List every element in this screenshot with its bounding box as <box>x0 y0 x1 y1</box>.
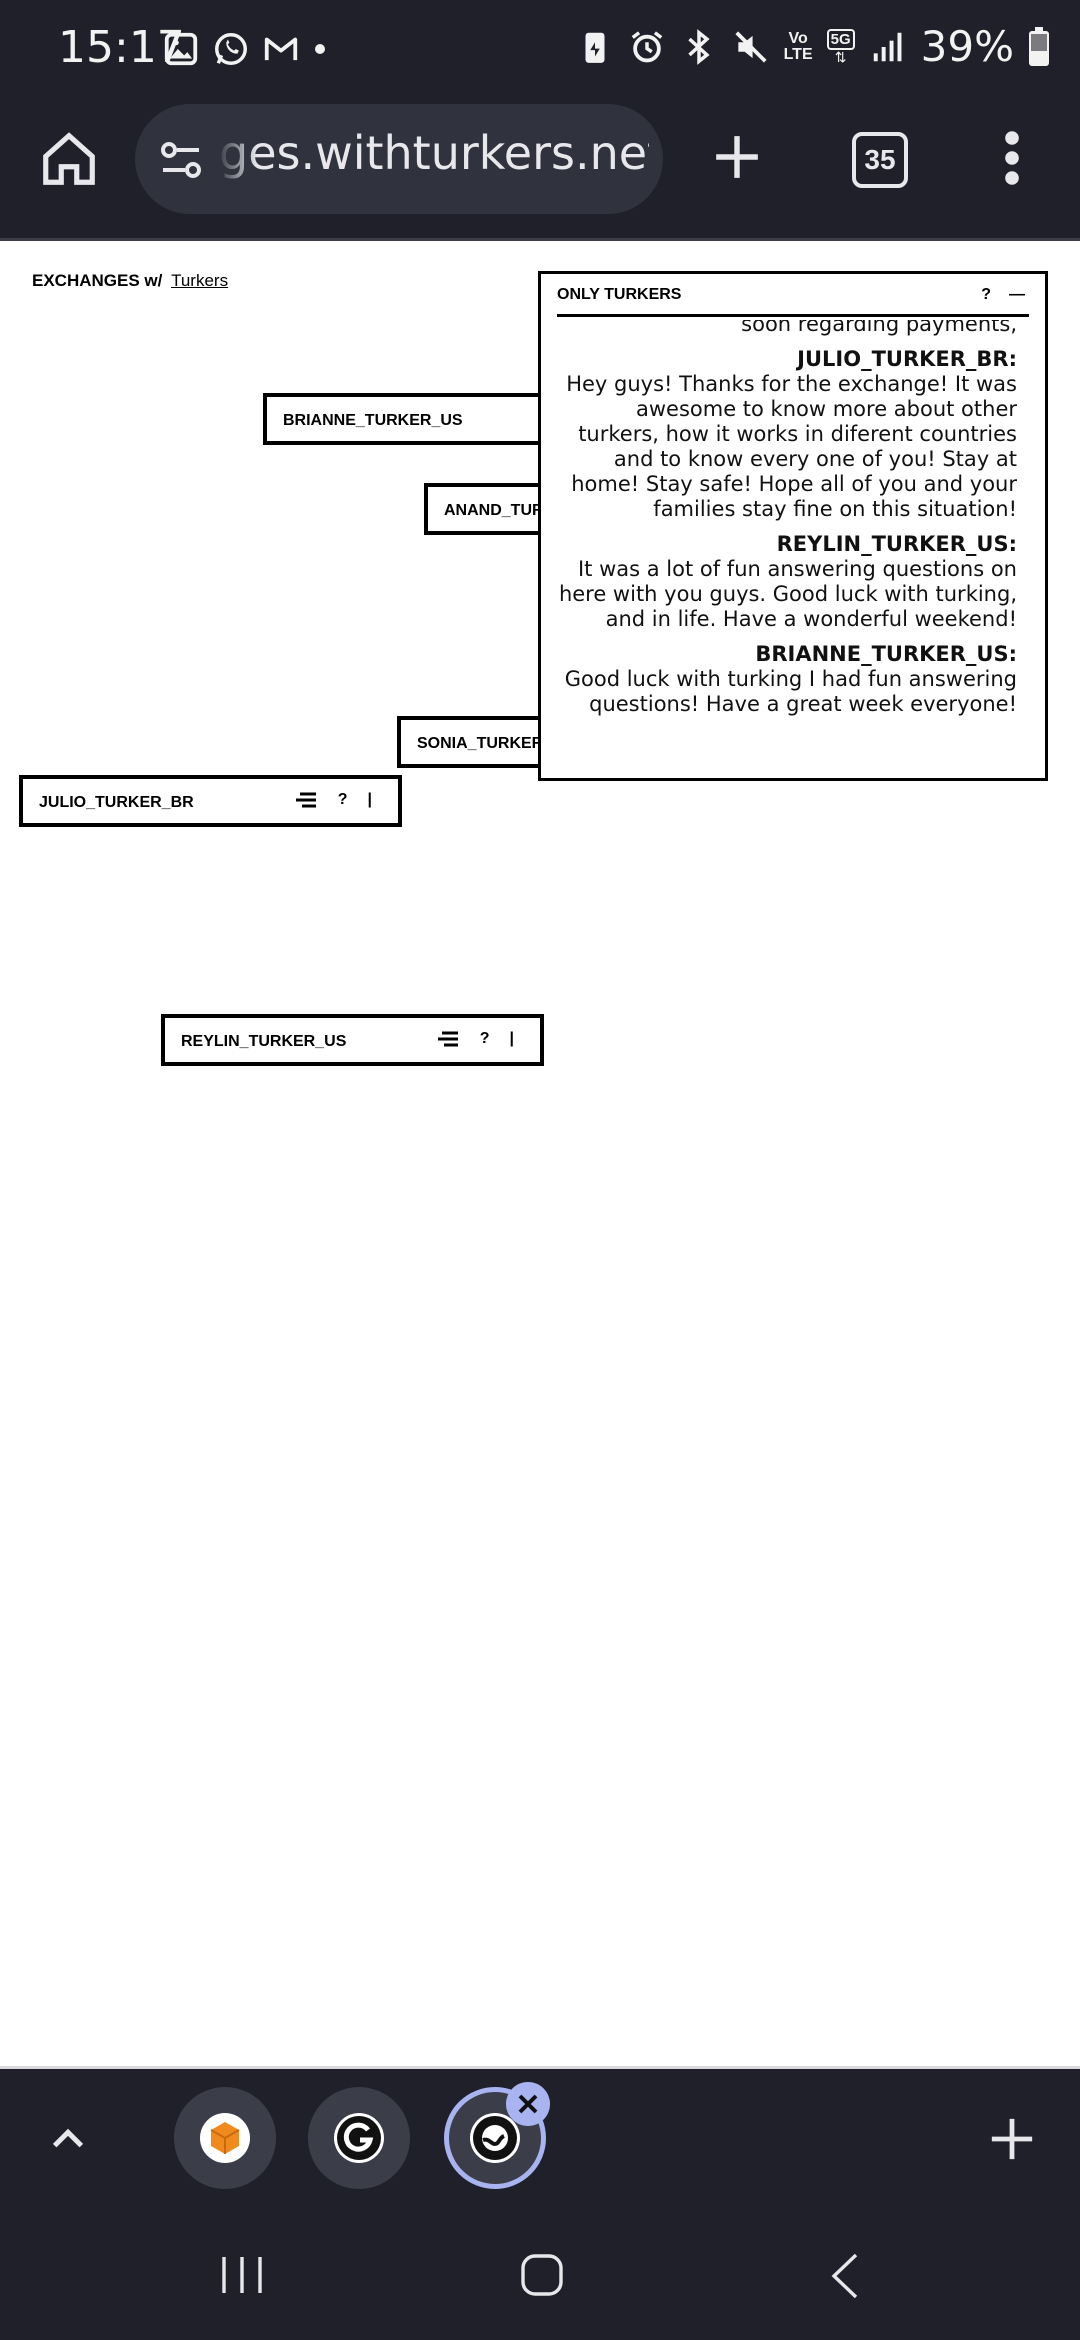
chat-minimize-button[interactable]: — <box>1009 286 1025 303</box>
tabstrip-divider <box>0 2066 1080 2069</box>
window-separator: | <box>509 1030 514 1047</box>
chat-window[interactable]: ONLY TURKERS ? — soon regarding payments… <box>538 271 1048 781</box>
lines-icon[interactable] <box>436 1030 460 1048</box>
message-author: JULIO_TURKER_BR: <box>797 347 1017 371</box>
tab-favicon-1[interactable] <box>174 2087 276 2189</box>
site-brand: EXCHANGES w/ Turkers <box>32 271 228 291</box>
tab-favicon-2[interactable] <box>308 2087 410 2189</box>
battery-percent: 39% <box>920 22 1014 71</box>
tab-strip <box>0 2069 1080 2211</box>
chat-title: ONLY TURKERS <box>557 286 682 303</box>
recent-apps-icon[interactable] <box>220 2255 264 2295</box>
message-author: BRIANNE_TURKER_US: <box>755 642 1017 666</box>
browser-toolbar: ges.withturkers.net 35 <box>0 100 1080 238</box>
window-reylin[interactable]: REYLIN_TURKER_US ? | <box>161 1014 544 1066</box>
brand-text: EXCHANGES w/ <box>32 271 163 290</box>
window-title: SONIA_TURKER <box>417 735 544 752</box>
home-icon[interactable] <box>38 128 100 190</box>
window-title: REYLIN_TURKER_US <box>181 1033 347 1050</box>
expand-tabs-icon[interactable] <box>48 2119 88 2159</box>
message-text: It was a lot of fun answering questions … <box>558 557 1017 631</box>
window-julio[interactable]: JULIO_TURKER_BR ? | <box>19 775 402 827</box>
clock: 15:17 <box>58 22 185 73</box>
battery-saver-icon <box>585 32 605 63</box>
site-settings-icon[interactable] <box>157 136 205 184</box>
window-help-button[interactable]: ? <box>337 791 348 808</box>
lines-icon[interactable] <box>294 791 318 809</box>
chat-messages: soon regarding payments, JULIO_TURKER_BR… <box>557 320 1017 766</box>
tab-switcher-button[interactable]: 35 <box>852 132 908 188</box>
close-tab-icon[interactable] <box>506 2082 550 2126</box>
back-icon[interactable] <box>830 2253 860 2299</box>
gmail-icon <box>264 37 298 61</box>
whatsapp-icon <box>215 33 247 65</box>
mute-icon <box>735 30 767 63</box>
url-text[interactable]: ges.withturkers.net <box>219 126 649 180</box>
battery-icon <box>1029 26 1049 66</box>
signal-icon <box>873 32 902 61</box>
toolbar-divider <box>0 238 1080 241</box>
system-nav-bar <box>0 2211 1080 2340</box>
alarm-icon <box>631 30 662 62</box>
new-tab-icon[interactable] <box>712 132 762 182</box>
chat-header: ONLY TURKERS ? — <box>557 286 1029 317</box>
url-fade <box>217 104 257 214</box>
orange-cube-icon <box>200 2113 250 2163</box>
dot-icon <box>315 44 325 54</box>
brand-link[interactable]: Turkers <box>171 271 229 290</box>
globe-icon <box>470 2113 520 2163</box>
window-title: JULIO_TURKER_BR <box>39 794 194 811</box>
chat-partial-line: soon regarding payments, <box>741 320 1017 336</box>
address-bar[interactable]: ges.withturkers.net <box>135 104 663 214</box>
message-text: Hey guys! Thanks for the exchange! It wa… <box>566 372 1017 521</box>
notification-icons <box>162 30 328 68</box>
tab-favicon-3-active[interactable] <box>444 2087 546 2189</box>
window-separator: | <box>367 791 372 808</box>
5g-icon: 5G ⇅ <box>826 29 855 64</box>
gallery-icon <box>164 32 198 66</box>
grammarly-icon <box>334 2113 384 2163</box>
message-text: Good luck with turking I had fun answeri… <box>564 667 1017 716</box>
add-tab-icon[interactable] <box>990 2117 1034 2161</box>
message-author: REYLIN_TURKER_US: <box>776 532 1017 556</box>
window-title: BRIANNE_TURKER_US <box>283 412 463 429</box>
web-page: EXCHANGES w/ Turkers BRIANNE_TURKER_US A… <box>0 241 1080 2069</box>
window-help-button[interactable]: ? <box>479 1030 490 1047</box>
chat-help-button[interactable]: ? <box>981 286 991 303</box>
more-menu-icon[interactable] <box>1000 130 1024 186</box>
home-nav-icon[interactable] <box>520 2253 564 2297</box>
bluetooth-icon <box>687 28 710 65</box>
